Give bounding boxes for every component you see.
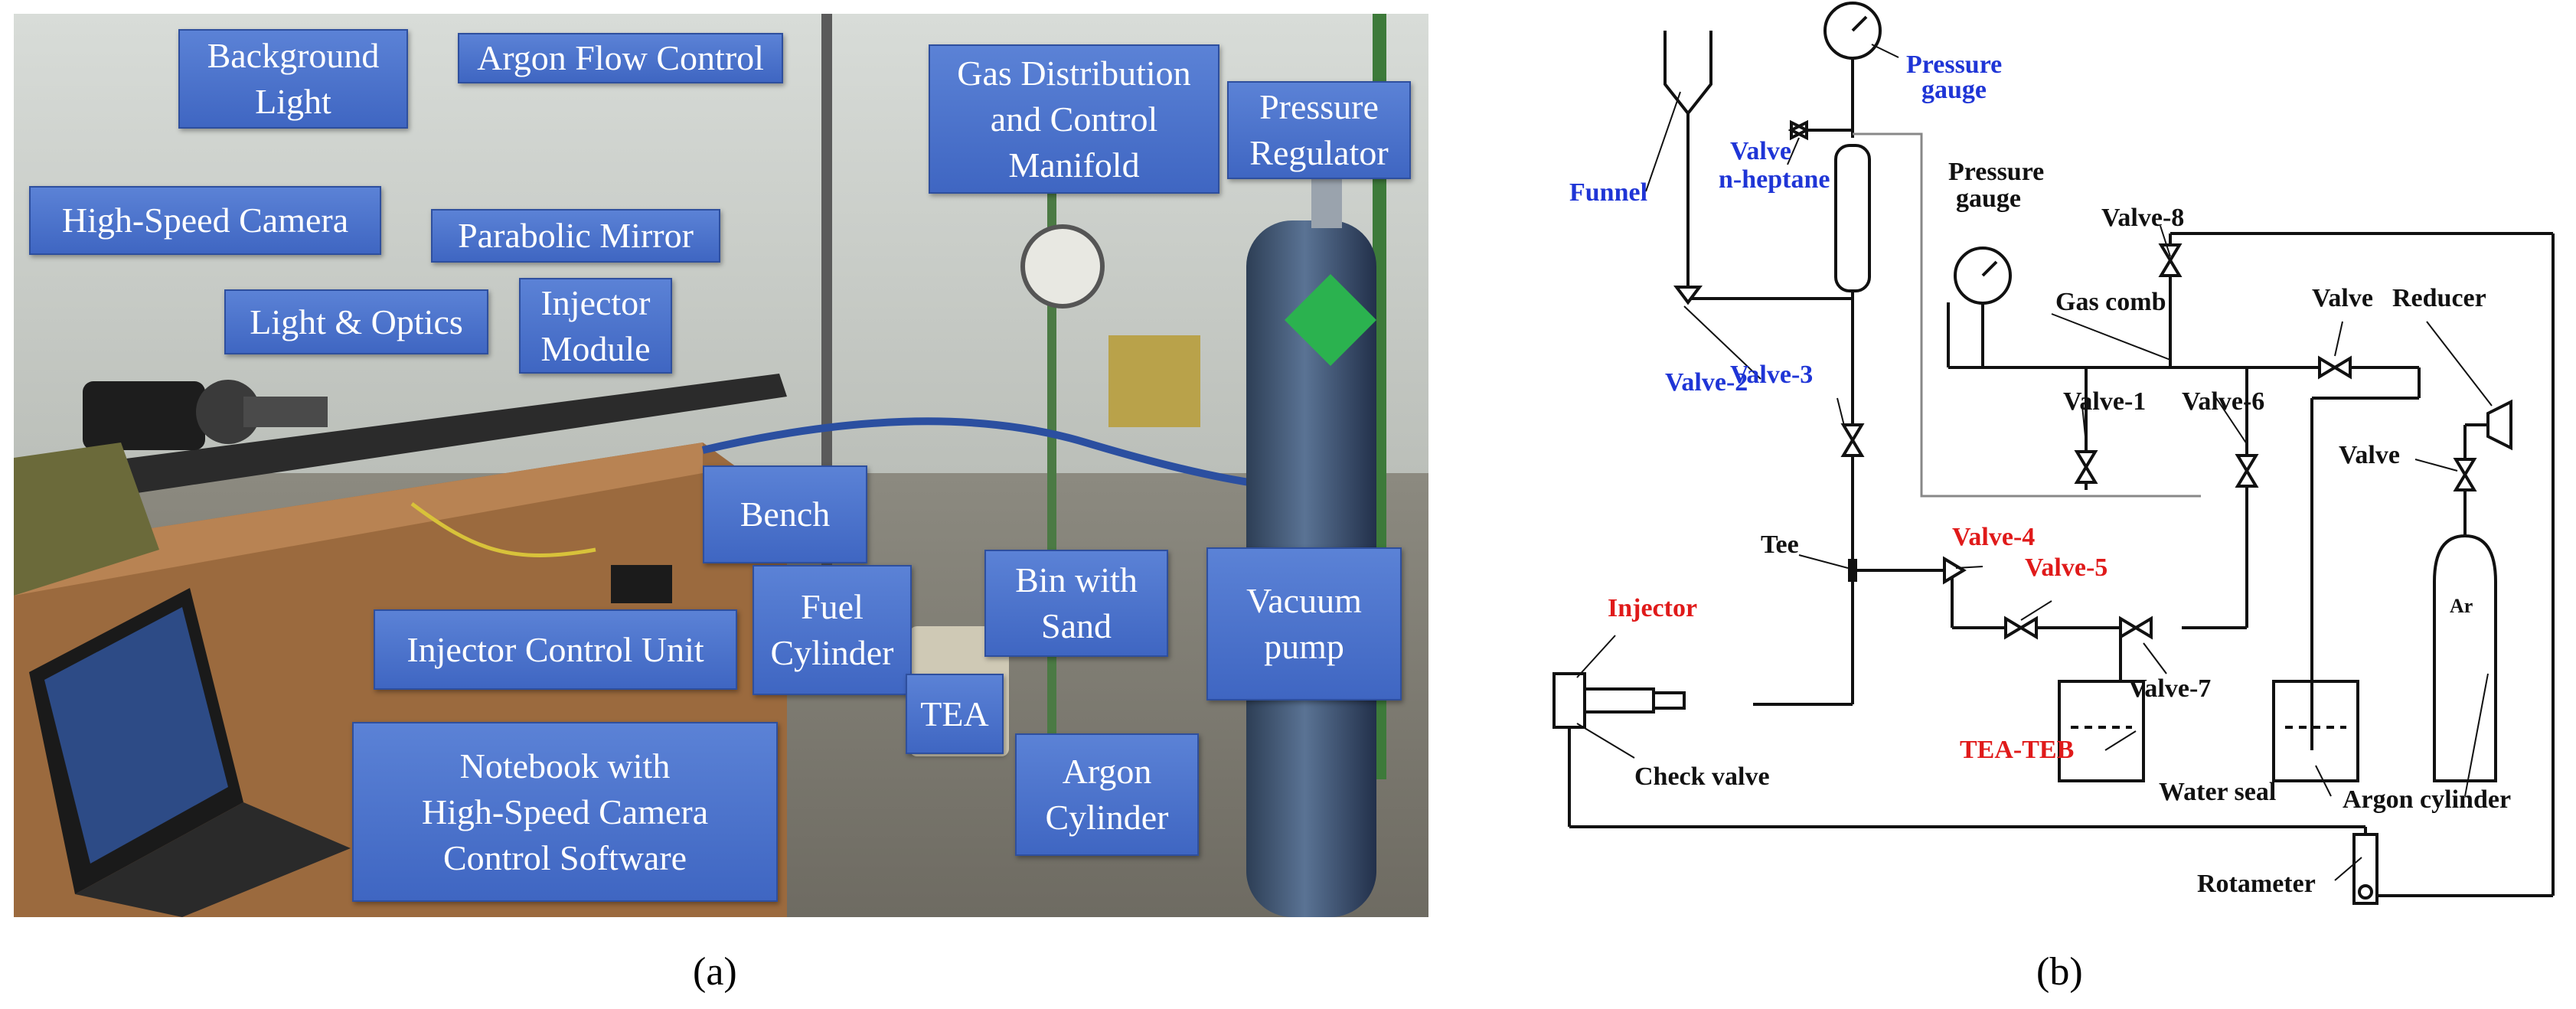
label-check-valve: Check valve xyxy=(1634,762,1770,791)
label-valve-8: Valve-8 xyxy=(2101,204,2184,232)
label-valve-n-heptane-2: n-heptane xyxy=(1719,165,1830,194)
callout-high-speed-camera: High-Speed Camera xyxy=(29,186,381,255)
callout-fuel-cylinder: Fuel Cylinder xyxy=(753,565,912,695)
callout-parabolic-mirror: Parabolic Mirror xyxy=(431,209,720,263)
valve-4-symbol xyxy=(1943,556,1967,585)
argon-cylinder-shape xyxy=(2433,534,2497,782)
label-pressure-gauge-mid: Pressure xyxy=(1948,158,2044,186)
callout-tea: TEA xyxy=(906,674,1004,754)
tee-symbol xyxy=(1848,559,1857,582)
valve-top-symbol xyxy=(2318,355,2338,380)
label-valve-7: Valve-7 xyxy=(2128,674,2211,703)
label-valve-2: Valve-2 xyxy=(1665,368,1748,397)
callout-injector-control-unit: Injector Control Unit xyxy=(374,609,737,690)
callout-light-optics: Light & Optics xyxy=(224,289,488,354)
label-valve-4: Valve-4 xyxy=(1952,523,2035,551)
panel-a-photo: Background Light Argon Flow Control Gas … xyxy=(14,14,1428,917)
tea-teb-vessel xyxy=(2058,680,2145,782)
pressure-gauge-mid xyxy=(1954,247,2012,367)
valve-1-symbol xyxy=(2074,450,2098,470)
label-pressure-gauge-mid-2: gauge xyxy=(1956,184,2021,213)
valve-7-symbol xyxy=(2119,616,2139,640)
valve-8-symbol xyxy=(2158,243,2183,263)
label-pressure-gauge-top: Pressure xyxy=(1906,51,2002,79)
valve-3-symbol xyxy=(1840,423,1865,443)
label-water-seal: Water seal xyxy=(2159,778,2276,806)
label-gas-comb: Gas comb xyxy=(2055,288,2166,316)
caption-a: (a) xyxy=(693,950,737,994)
label-valve-6: Valve-6 xyxy=(2182,387,2264,416)
callout-bin-with-sand: Bin with Sand xyxy=(984,550,1168,657)
label-tee: Tee xyxy=(1761,531,1799,559)
caption-b: (b) xyxy=(2036,950,2083,994)
label-valve-top: Valve xyxy=(2312,284,2373,312)
label-ar: Ar xyxy=(2450,595,2473,617)
label-valve-1: Valve-1 xyxy=(2063,387,2146,416)
label-funnel: Funnel xyxy=(1569,178,1647,207)
label-valve-3: Valve-3 xyxy=(1730,361,1813,389)
callout-vacuum-pump: Vacuum pump xyxy=(1206,547,1402,700)
label-injector: Injector xyxy=(1608,594,1697,622)
label-rotameter: Rotameter xyxy=(2197,870,2316,898)
funnel-shape xyxy=(1663,31,1712,116)
label-valve-5: Valve-5 xyxy=(2025,553,2107,582)
rotameter-shape xyxy=(2352,833,2378,905)
panel-b-schematic: Pressure gauge Funnel Valve n-heptane Pr… xyxy=(1552,2,2555,905)
valve-right-symbol xyxy=(2453,458,2477,478)
callout-injector-module: Injector Module xyxy=(519,278,672,374)
label-valve-right: Valve xyxy=(2339,441,2400,469)
valve-2-symbol xyxy=(1673,286,1703,305)
water-seal-vessel xyxy=(2272,680,2359,782)
callout-argon-flow-control: Argon Flow Control xyxy=(458,33,783,83)
callout-argon-cylinder: Argon Cylinder xyxy=(1015,733,1199,856)
reducer-symbol xyxy=(2486,399,2512,451)
callout-bench: Bench xyxy=(703,465,867,563)
callout-notebook: Notebook with High-Speed Camera Control … xyxy=(352,722,778,902)
valve-5-symbol xyxy=(2004,616,2024,640)
label-tea-teb: TEA-TEB xyxy=(1960,736,2074,764)
callout-gas-distribution: Gas Distribution and Control Manifold xyxy=(929,44,1219,194)
pressure-gauge-top xyxy=(1823,2,1882,60)
callout-background-light: Background Light xyxy=(178,29,408,129)
callout-pressure-regulator: Pressure Regulator xyxy=(1227,81,1411,179)
label-argon-cylinder: Argon cylinder xyxy=(2343,785,2511,814)
label-pressure-gauge-top-2: gauge xyxy=(1921,76,1987,104)
injector-shape xyxy=(1552,672,1686,729)
valve-6-symbol xyxy=(2235,454,2259,474)
n-heptane-vessel xyxy=(1834,144,1871,292)
label-reducer: Reducer xyxy=(2392,284,2486,312)
label-valve-n-heptane: Valve xyxy=(1730,137,1791,165)
